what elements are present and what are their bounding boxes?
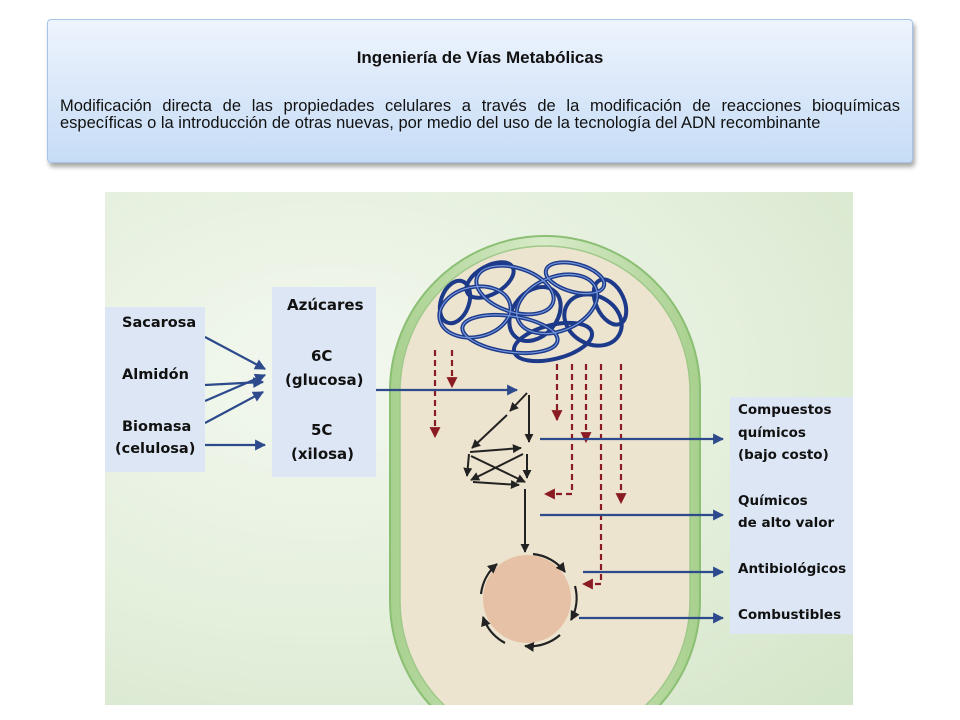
metabolic-cycle xyxy=(479,552,580,652)
sources-panel: Sacarosa Almidón Biomasa (celulosa) xyxy=(105,307,205,472)
source-cellulose: (celulosa) xyxy=(115,441,196,457)
products-panel: Compuestos químicos (bajo costo) Químico… xyxy=(730,397,853,634)
sugar-xylose: (xilosa) xyxy=(291,445,355,463)
product-high-value-line2: de alto valor xyxy=(738,515,835,531)
product-chemicals-line3: (bajo costo) xyxy=(738,447,829,463)
product-chemicals-line2: químicos xyxy=(738,425,806,441)
sugar-6c: 6C xyxy=(311,347,333,365)
diagram-graphics xyxy=(204,235,725,705)
pathway-arrows xyxy=(463,392,534,553)
product-fuels: Combustibles xyxy=(738,607,842,623)
sugar-5c: 5C xyxy=(311,421,333,439)
slide-title: Ingeniería de Vías Metabólicas xyxy=(356,48,604,67)
sugar-glucose: (glucosa) xyxy=(285,371,364,389)
product-antibiotics: Antibiológicos xyxy=(738,561,847,577)
source-biomass: Biomasa xyxy=(122,419,192,435)
input-arrows xyxy=(204,336,519,451)
dna-coil xyxy=(437,260,629,364)
regulation-arrows xyxy=(429,350,627,590)
slide-description: Modificación directa de las propiedades … xyxy=(60,97,900,132)
cell xyxy=(389,235,701,705)
sugars-panel: Azúcares 6C (glucosa) 5C (xilosa) xyxy=(272,287,376,477)
title-box: Ingeniería de Vías Metabólicas Modificac… xyxy=(47,19,913,163)
product-chemicals-line1: Compuestos xyxy=(738,402,832,418)
output-arrows xyxy=(540,433,725,624)
sugars-title: Azúcares xyxy=(287,296,364,314)
source-starch: Almidón xyxy=(122,367,189,383)
product-high-value-line1: Químicos xyxy=(738,493,808,509)
metabolic-pathway-diagram: Sacarosa Almidón Biomasa (celulosa) Azúc… xyxy=(105,192,853,705)
source-sucrose: Sacarosa xyxy=(122,315,197,331)
